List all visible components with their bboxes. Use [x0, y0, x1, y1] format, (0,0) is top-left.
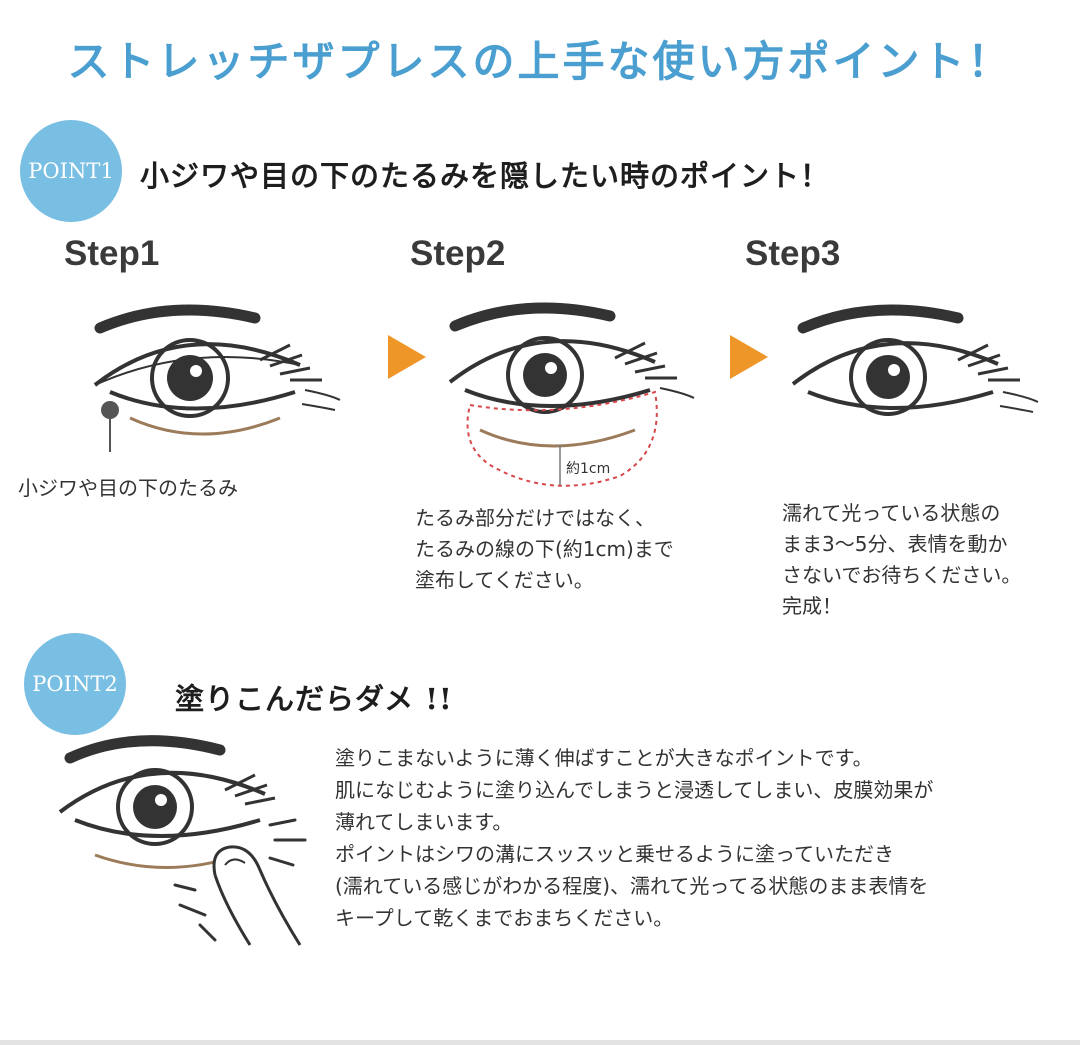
bottom-divider [0, 1040, 1080, 1045]
eye-icon [93, 304, 341, 452]
step2-text: たるみ部分だけではなく、 たるみの線の下(約1cm)まで 塗布してください。 [415, 506, 674, 592]
step1-caption: 小ジワや目の下のたるみ [18, 476, 238, 500]
point2-badge: POINT2 [24, 633, 126, 735]
page-title: ストレッチザプレスの上手な使い方ポイント！ [67, 37, 1013, 86]
point2-heading: 塗りこんだらダメ !! [175, 682, 453, 716]
step1-label: Step1 [64, 234, 160, 273]
point1-heading: 小ジワや目の下のたるみを隠したい時のポイント！ [140, 159, 831, 193]
point2-text: 塗りこまないように薄く伸ばすことが大きなポイントです。 肌になじむように塗り込ん… [335, 746, 934, 930]
arrow-right-icon [388, 335, 426, 379]
step2-label: Step2 [410, 234, 506, 273]
point1-badge: POINT1 [20, 120, 122, 222]
measure-label: 約1cm [566, 461, 611, 477]
eye-icon [448, 302, 695, 487]
step3-text: 濡れて光っている状態の まま3〜5分、表情を動か さないでお待ちください。 完成… [782, 501, 1022, 618]
finger-icon [212, 845, 302, 946]
arrow-right-icon [730, 335, 768, 379]
step3-label: Step3 [745, 234, 841, 273]
eye-icon [58, 735, 307, 942]
eye-icon [791, 304, 1039, 416]
